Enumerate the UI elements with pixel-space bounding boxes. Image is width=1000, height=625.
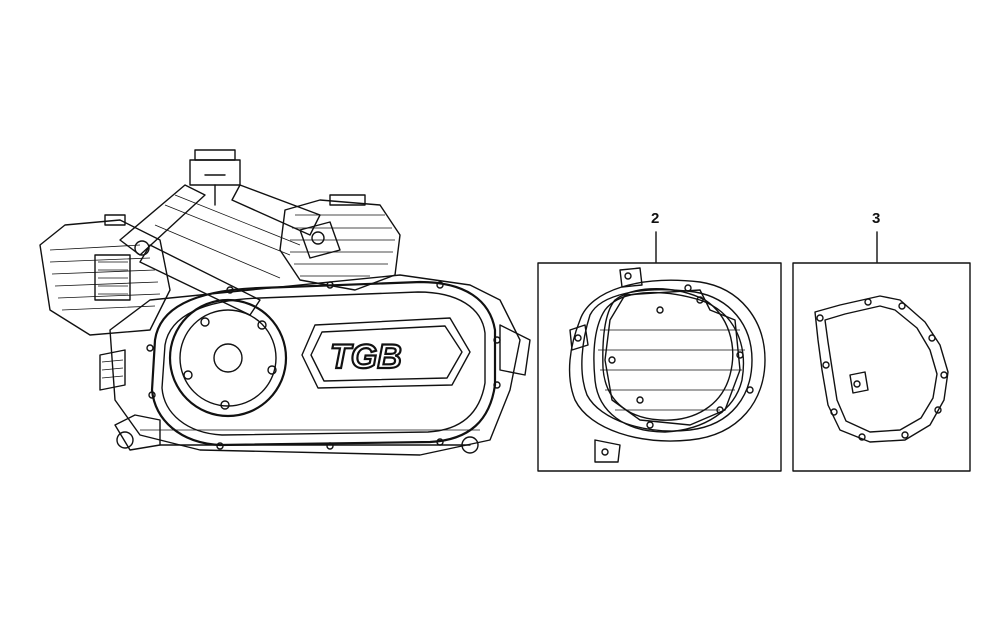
callout-label-2: 2	[651, 210, 659, 227]
engine-cylinder-head-right	[279, 194, 401, 291]
engine-logo-text: TGB	[330, 338, 402, 376]
engine-cvt-cover: TGB	[146, 280, 501, 450]
gasket-set-drawing	[568, 267, 766, 463]
callout-label-3: 3	[872, 210, 880, 227]
callout-box-3	[792, 262, 971, 472]
gasket-drawing	[814, 295, 949, 443]
callout-box-2	[537, 262, 782, 472]
callout-3: 3	[792, 210, 971, 472]
engine-intake-frame	[119, 149, 321, 316]
engine-cylinder-head-left	[39, 214, 171, 336]
engine-assembly: TGB	[39, 149, 531, 456]
callout-2: 2	[537, 210, 782, 472]
